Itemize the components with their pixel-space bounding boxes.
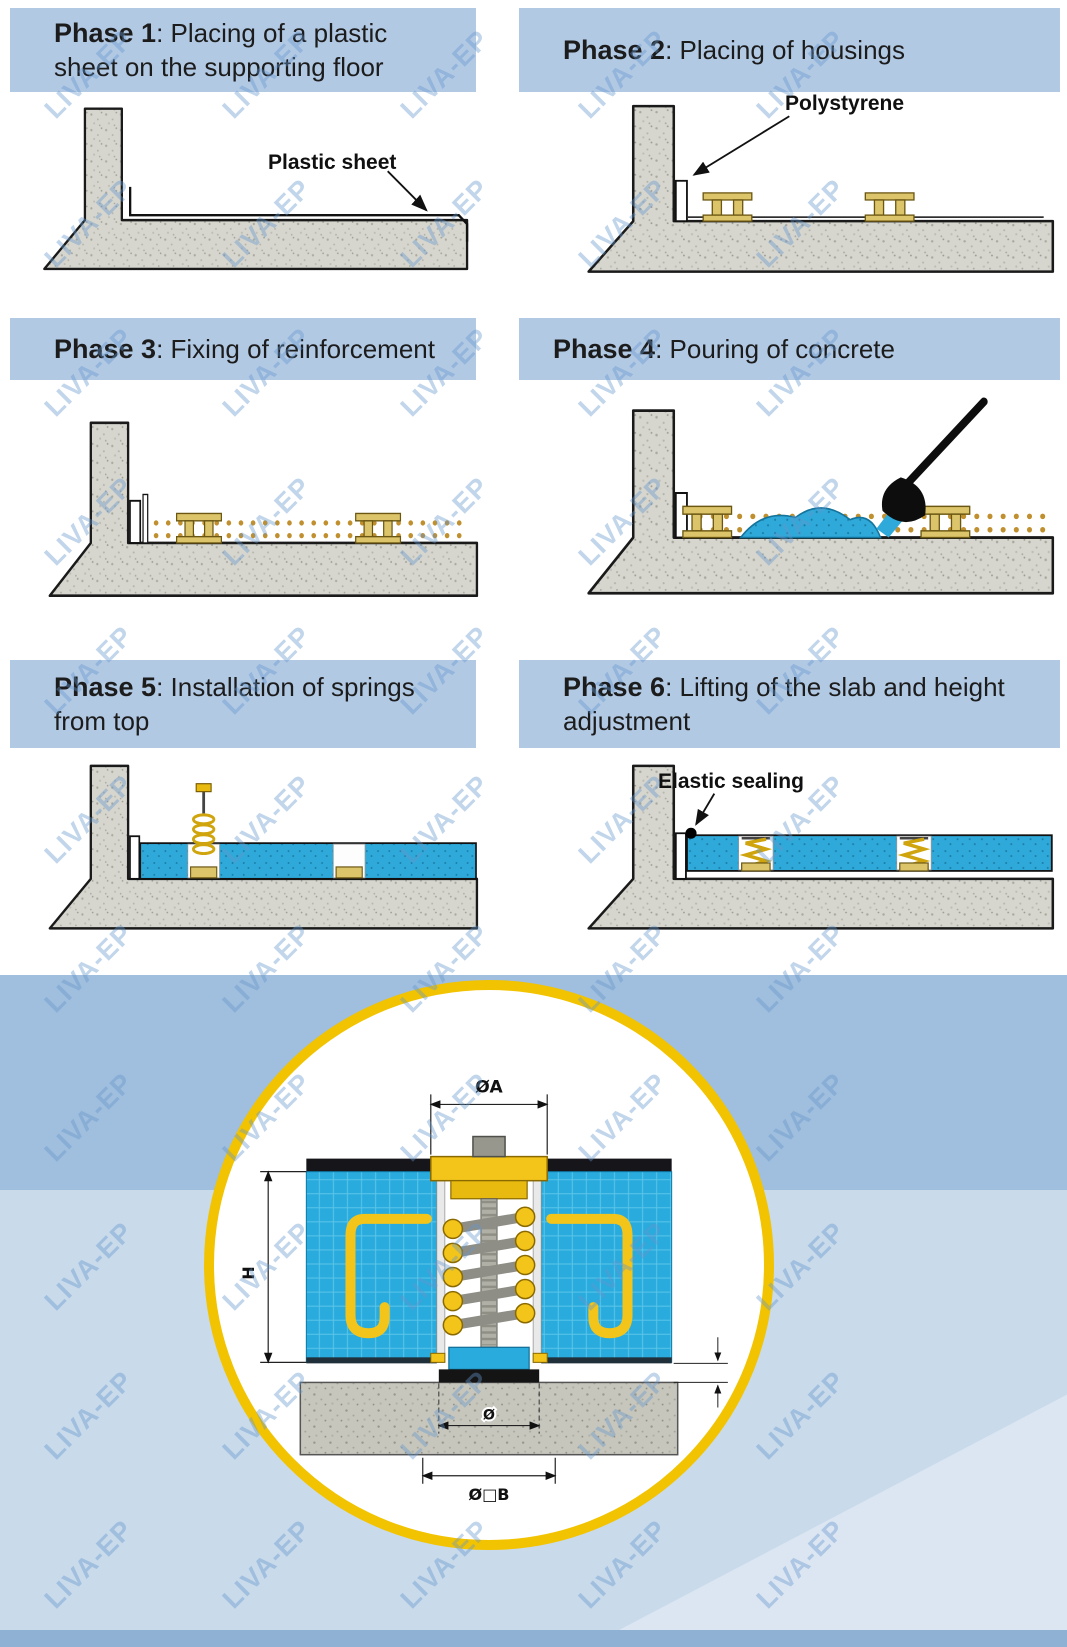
concrete-base	[48, 764, 479, 930]
concrete-base	[587, 104, 1055, 273]
housing	[920, 505, 971, 539]
phase-6-title: : Lifting of the slab and height adjustm…	[563, 672, 1005, 736]
plate-block	[450, 1180, 528, 1200]
foundation	[299, 1381, 679, 1456]
phase-1-drawing	[43, 107, 469, 271]
phase-6-number: Phase 6	[563, 672, 666, 703]
elastic-sealing-label: Elastic sealing	[658, 770, 804, 793]
phase-3-number: Phase 3	[54, 333, 157, 364]
dim-h-label: H	[239, 1266, 258, 1279]
phase-4-header: Phase 4: Pouring of concrete	[519, 318, 1060, 380]
housing	[682, 505, 733, 539]
coil-spring	[442, 1206, 536, 1336]
dimension-gaps	[673, 1337, 728, 1408]
phase-5-header: Phase 5: Installation of springs from to…	[10, 660, 476, 748]
dimension-a	[429, 1094, 549, 1155]
detail-circle: ØA H Ø Ø□B	[204, 980, 774, 1550]
concrete-base	[43, 107, 469, 271]
housing-stub	[190, 866, 218, 879]
slot-wall	[436, 1171, 446, 1363]
phase-5-drawing	[48, 764, 479, 930]
plastic-sheet-label: Plastic sheet	[268, 151, 397, 174]
phase-4-number: Phase 4	[553, 333, 656, 364]
phase-1-number: Phase 1	[54, 18, 157, 49]
base-block	[448, 1346, 530, 1370]
isolator-cross-section: ØA H Ø Ø□B	[239, 1077, 728, 1504]
plastic-sheet-arrow	[387, 170, 428, 212]
elastic-sealing-dot	[685, 827, 697, 839]
spring-from-top	[192, 783, 216, 856]
left-hook	[345, 1213, 432, 1339]
shovel-blade	[881, 477, 926, 523]
shovel-handle	[901, 397, 988, 491]
polystyrene-strip	[674, 179, 688, 223]
dimension-h	[260, 1170, 307, 1364]
polystyrene-strip	[674, 491, 688, 539]
phase-2-drawing	[587, 104, 1055, 273]
phase-5-title: : Installation of springs from top	[54, 672, 415, 736]
dim-a-label: ØA	[475, 1077, 503, 1097]
housing	[864, 192, 915, 222]
concrete-base	[587, 409, 1055, 595]
phase-2-header: Phase 2: Placing of housings	[519, 8, 1060, 92]
housing-stub	[335, 866, 363, 879]
phase-1-header: Phase 1: Placing of a plastic sheet on t…	[10, 8, 476, 92]
phase-6-header: Phase 6: Lifting of the slab and height …	[519, 660, 1060, 748]
dimension-b	[421, 1457, 557, 1484]
spring	[739, 836, 773, 872]
phase-6-drawing	[587, 764, 1055, 930]
phase-2-illustration: Polystyrene	[540, 92, 1067, 314]
phase-4-illustration	[540, 395, 1067, 640]
base-plate	[438, 1369, 540, 1383]
right-hook	[546, 1213, 633, 1339]
phase-2-number: Phase 2	[563, 34, 666, 65]
phase-5-number: Phase 5	[54, 672, 157, 703]
plastic-sheet-line	[129, 186, 469, 242]
edge-form	[142, 493, 149, 544]
dimension-inner	[437, 1383, 541, 1434]
phase-6-illustration: Elastic sealing	[540, 752, 1067, 970]
dim-inner-label: Ø	[483, 1408, 495, 1424]
polystyrene-strip	[129, 835, 141, 880]
phase-4-drawing	[587, 397, 1055, 595]
dim-b-label: Ø□B	[468, 1485, 509, 1504]
bottom-bg-strip	[0, 1630, 1067, 1647]
polystyrene-leader	[692, 115, 790, 176]
phase-2-title: : Placing of housings	[665, 34, 906, 65]
concrete-base	[587, 764, 1055, 930]
housing	[176, 512, 222, 544]
concrete-mound	[739, 507, 882, 539]
phase-3-title: : Fixing of reinforcement	[156, 333, 435, 364]
housing	[355, 512, 402, 544]
phase-4-title: : Pouring of concrete	[655, 333, 895, 364]
phase-1-title: : Placing of a plastic sheet on the supp…	[54, 18, 388, 82]
top-plate	[430, 1155, 548, 1182]
concrete-base	[48, 421, 479, 598]
sealing-arrow	[695, 793, 716, 826]
polystyrene-label: Polystyrene	[785, 92, 905, 115]
adjustment-bolt	[472, 1135, 506, 1158]
spring	[897, 836, 931, 872]
phase-3-drawing	[48, 421, 479, 598]
phase-3-header: Phase 3: Fixing of reinforcement	[10, 318, 476, 380]
phase-3-illustration	[5, 408, 490, 640]
housing	[702, 192, 753, 222]
phase-5-illustration	[5, 752, 490, 970]
polystyrene-strip	[129, 499, 142, 544]
phase-1-illustration: Plastic sheet	[0, 95, 480, 310]
polystyrene-strip	[674, 832, 687, 880]
